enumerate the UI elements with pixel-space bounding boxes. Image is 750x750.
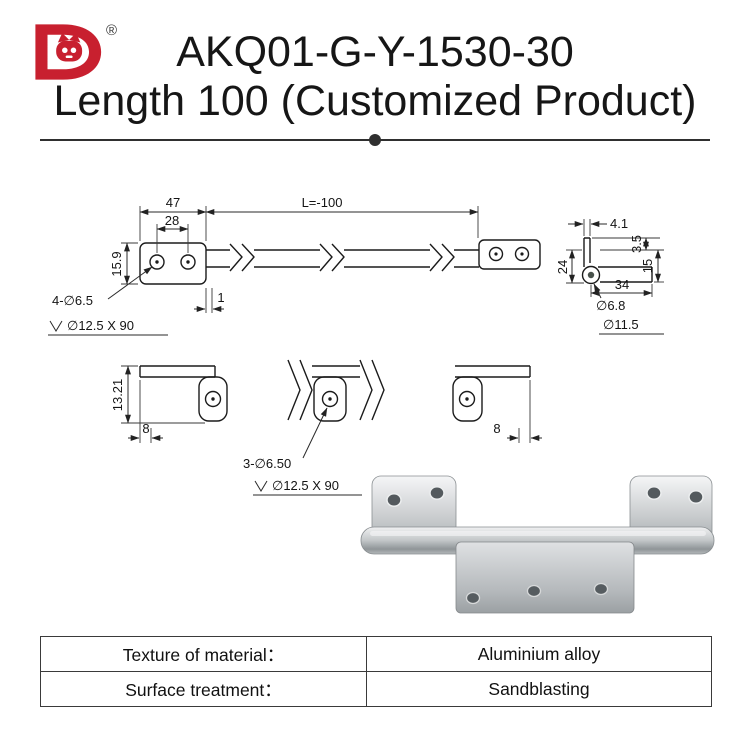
label-3-holes: 3-∅6.50 [243, 456, 291, 471]
spec-value-material: Aluminium alloy [367, 637, 711, 672]
screw-hole-icon [465, 591, 481, 605]
registered-trademark: ® [106, 22, 118, 39]
screw-hole-icon [526, 584, 542, 598]
side-view: 4.1 3.5 15 24 34 ∅6.8 ∅11.5 [555, 216, 664, 335]
label-hole-dia: ∅6.8 [596, 298, 625, 313]
countersink-icon [254, 480, 268, 492]
label-countersink-bottom: ∅12.5 X 90 [272, 478, 339, 493]
spec-table: Texture of material： Aluminium alloy Sur… [40, 636, 712, 707]
dim-3-5: 3.5 [629, 235, 644, 253]
screw-hole-icon [688, 490, 704, 504]
label-knuckle-dia: ∅11.5 [603, 317, 639, 332]
spec-label-material: Texture of material： [41, 637, 367, 672]
cat-logo-icon [35, 24, 102, 80]
dim-28: 28 [165, 213, 179, 228]
label-4-holes: 4-∅6.5 [52, 293, 93, 308]
spec-value-surface: Sandblasting [488, 678, 590, 699]
spec-label-surface: Surface treatment： [41, 672, 367, 706]
dim-4-1: 4.1 [610, 216, 628, 231]
center-block-3d [455, 541, 635, 614]
label-countersink-top: ∅12.5 X 90 [67, 318, 134, 333]
countersink-icon [49, 320, 63, 332]
brand-logo [35, 24, 102, 80]
top-view: 47 28 L=-100 15.9 1 4-∅6.5 ∅12.5 X 90 [48, 195, 541, 336]
page-subtitle: Length 100 (Customized Product) [53, 77, 697, 125]
dim-8-left: 8 [142, 421, 149, 436]
dim-47: 47 [166, 195, 180, 210]
bar-highlight [370, 531, 706, 536]
dim-8-right: 8 [493, 421, 500, 436]
knuckle-circle [581, 265, 601, 285]
page-title: AKQ01-G-Y-1530-30 [176, 28, 574, 76]
left-mount-plate-outline [139, 242, 207, 285]
break-line-icon [287, 359, 313, 421]
break-line-icon [319, 243, 345, 272]
break-line-icon [429, 243, 455, 272]
screw-hole-icon [386, 493, 402, 507]
product-image [360, 475, 715, 614]
dim-34: 34 [615, 277, 629, 292]
screw-hole-icon [646, 486, 662, 500]
right-mount-plate-outline [478, 239, 541, 270]
dim-length: L=-100 [302, 195, 343, 210]
side-profile-outline [583, 237, 653, 283]
pin-hole [587, 271, 595, 279]
dim-15: 15 [640, 259, 655, 273]
bottom-part-outline [139, 359, 531, 422]
bottom-view: 13.21 8 8 3-∅6.50 ∅12.5 X 90 [110, 359, 542, 496]
break-line-icon [359, 359, 385, 421]
dim-24: 24 [555, 260, 570, 274]
hinge-arm-lines [206, 243, 479, 272]
screw-hole-icon [593, 582, 609, 596]
divider-dot [369, 134, 381, 146]
screw-hole-icon [429, 486, 445, 500]
dim-1: 1 [217, 290, 224, 305]
dim-13-21: 13.21 [110, 379, 125, 412]
dim-15-9: 15.9 [109, 251, 124, 276]
break-line-icon [229, 243, 255, 272]
